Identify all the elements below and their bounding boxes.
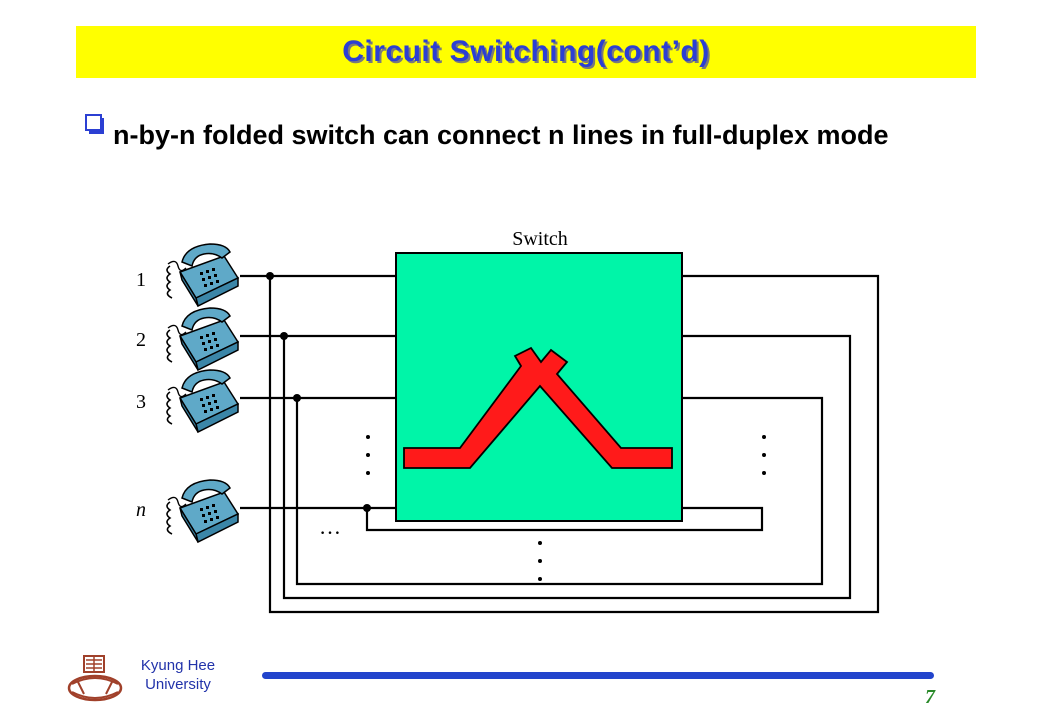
horizontal-ellipsis: …: [319, 514, 341, 539]
page-number: 7: [925, 686, 935, 708]
line-label-n: n: [136, 499, 146, 521]
telephone-3-icon: [166, 369, 239, 433]
telephone-n-icon: [166, 479, 239, 543]
university-logo-icon: [67, 655, 123, 702]
crosspoint-connection: [403, 346, 673, 469]
footer-divider: [262, 672, 934, 679]
slide-title: Circuit Switching(cont’d): [342, 35, 710, 68]
telephone-2-icon: [166, 307, 239, 371]
checkbox-bullet-icon: [85, 114, 104, 134]
line-label-1: 1: [136, 269, 146, 291]
line-label-2: 2: [136, 329, 146, 351]
university-name: Kyung Hee University: [128, 656, 228, 694]
line-label-3: 3: [136, 391, 146, 413]
university-name-line1: Kyung Hee: [140, 657, 216, 674]
telephone-1-icon: [166, 243, 239, 307]
university-name-line2: University: [145, 676, 211, 693]
switch-label: Switch: [512, 228, 568, 250]
bullet-text: n-by-n folded switch can connect n lines…: [113, 120, 889, 150]
title-bar: Circuit Switching(cont’d): [76, 26, 976, 78]
